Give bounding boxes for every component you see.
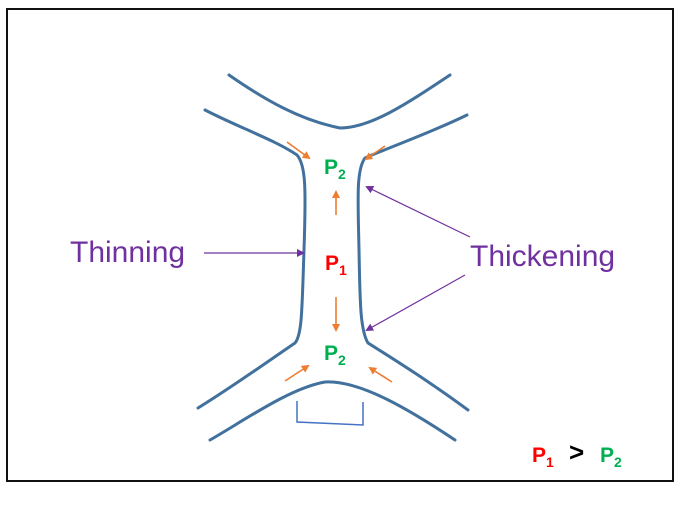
p2-top-label: P2 bbox=[324, 156, 346, 182]
left-channel-wall bbox=[196, 108, 307, 410]
flow-arrow-bottom-right bbox=[368, 366, 393, 383]
p1-center-label: P1 bbox=[325, 252, 347, 278]
thickening-pointer-bottom bbox=[365, 274, 466, 331]
flow-arrow-top-left bbox=[286, 141, 311, 160]
thickening-label: Thickening bbox=[470, 240, 615, 273]
flow-arrows bbox=[284, 141, 393, 383]
flow-arrow-top-right bbox=[364, 145, 386, 161]
p2-bottom-label: P2 bbox=[324, 342, 346, 368]
thinning-label: Thinning bbox=[70, 236, 185, 269]
bracket bbox=[296, 401, 364, 426]
relation-p1: P1 bbox=[532, 444, 554, 470]
top-film-curve bbox=[227, 73, 452, 130]
relation-p2: P2 bbox=[600, 444, 622, 470]
thickening-pointer-top bbox=[365, 186, 471, 238]
diagram-frame bbox=[6, 8, 674, 482]
bottom-film-curve bbox=[208, 380, 457, 442]
flow-arrow-bottom-left bbox=[284, 364, 310, 382]
right-channel-wall bbox=[356, 113, 470, 412]
pointer-arrows bbox=[204, 186, 471, 331]
relation-symbol: > bbox=[569, 437, 584, 467]
